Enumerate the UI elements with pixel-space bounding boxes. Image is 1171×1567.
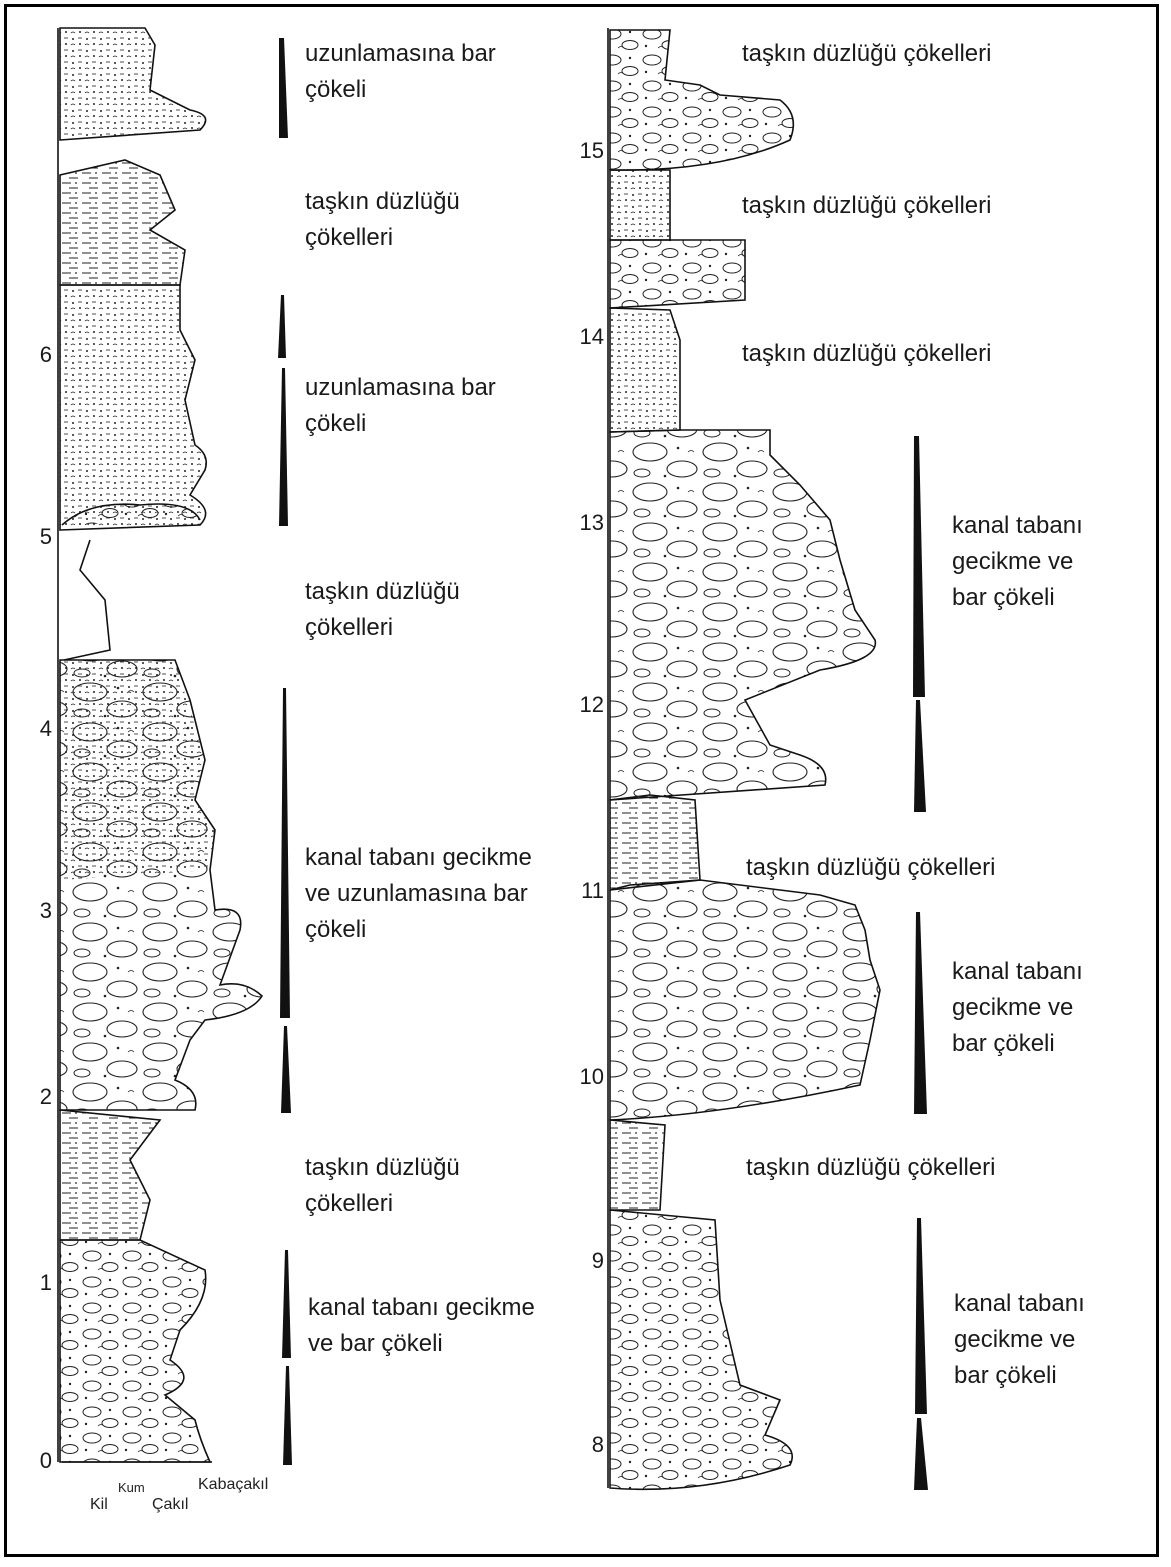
facies-label: taşkın düzlüğü çökelleri: [305, 184, 460, 256]
facies-label: kanal tabanı gecikme ve bar çökeli: [952, 954, 1083, 1062]
depth-tick-14: 14: [554, 324, 604, 350]
depth-tick-1: 1: [12, 1270, 52, 1296]
left-fining-wedges: [278, 38, 292, 1465]
facies-label: taşkın düzlüğü çökelleri: [305, 1150, 460, 1222]
facies-label: taşkın düzlüğü çökelleri: [746, 1150, 995, 1186]
right-log-column: [608, 28, 880, 1489]
depth-tick-0: 0: [12, 1448, 52, 1474]
depth-tick-12: 12: [554, 692, 604, 718]
depth-tick-15: 15: [554, 138, 604, 164]
depth-tick-11: 11: [554, 878, 604, 904]
depth-tick-10: 10: [554, 1064, 604, 1090]
depth-tick-8: 8: [554, 1432, 604, 1458]
facies-label: taşkın düzlüğü çökelleri: [742, 188, 991, 224]
left-log-column: [58, 28, 262, 1462]
depth-tick-2: 2: [12, 1084, 52, 1110]
depth-tick-5: 5: [12, 524, 52, 550]
facies-label: taşkın düzlüğü çökelleri: [742, 36, 991, 72]
facies-label: kanal tabanı gecikme ve bar çökeli: [308, 1290, 535, 1362]
facies-label: kanal tabanı gecikme ve bar çökeli: [952, 508, 1083, 616]
depth-tick-9: 9: [554, 1248, 604, 1274]
depth-tick-4: 4: [12, 716, 52, 742]
facies-label: taşkın düzlüğü çökelleri: [746, 850, 995, 886]
facies-label: taşkın düzlüğü çökelleri: [742, 336, 991, 372]
grain-size-kil: Kil: [90, 1496, 108, 1514]
depth-tick-6: 6: [12, 342, 52, 368]
grain-size-kum: Kum: [118, 1480, 145, 1495]
facies-label: taşkın düzlüğü çökelleri: [305, 574, 460, 646]
facies-label: kanal tabanı gecikme ve uzunlamasına bar…: [305, 840, 532, 948]
facies-label: uzunlamasına bar çökeli: [305, 36, 496, 108]
depth-tick-3: 3: [12, 898, 52, 924]
facies-label: uzunlamasına bar çökeli: [305, 370, 496, 442]
grain-size-kabacakil: Kabaçakıl: [198, 1476, 268, 1494]
right-fining-wedges: [913, 436, 928, 1490]
facies-label: kanal tabanı gecikme ve bar çökeli: [954, 1286, 1085, 1394]
grain-size-cakil: Çakıl: [152, 1496, 188, 1514]
depth-tick-13: 13: [554, 510, 604, 536]
